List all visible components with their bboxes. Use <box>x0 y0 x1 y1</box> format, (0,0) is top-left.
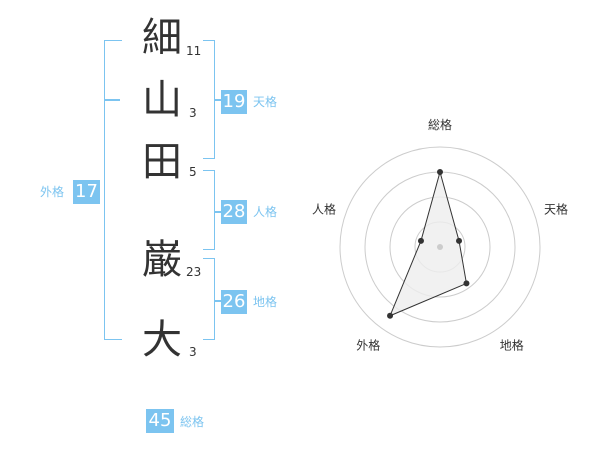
radar-axis-label-2: 天格 <box>544 201 568 216</box>
stroke-count-1: 11 <box>186 44 202 58</box>
radar-point-2 <box>456 237 463 244</box>
jinkaku-bracket <box>203 170 215 250</box>
stroke-count-2: 3 <box>189 106 197 120</box>
gaikaku-label: 外格 <box>40 185 65 199</box>
stroke-count-3: 5 <box>189 165 197 179</box>
jinkaku-label: 人格 <box>253 205 278 219</box>
chikaku-bracket <box>203 258 215 340</box>
jinkaku-tick <box>214 211 221 213</box>
radar-axis-label-5: 人格 <box>312 201 336 216</box>
radar-point-4 <box>387 312 394 319</box>
chikaku-label: 地格 <box>253 295 278 309</box>
name-char-5: 大 <box>142 317 182 363</box>
chikaku-tick <box>214 300 221 302</box>
radar-ring-4 <box>339 146 541 348</box>
radar-center <box>437 244 443 250</box>
soukaku-label: 総格 <box>180 415 205 429</box>
name-char-2: 山 <box>142 77 182 123</box>
gaikaku-tick <box>104 99 120 101</box>
soukaku-score: 45 <box>146 409 174 433</box>
name-char-4: 巌 <box>142 237 182 283</box>
stroke-count-4: 23 <box>186 265 202 279</box>
radar-area <box>389 170 468 317</box>
name-char-1: 細 <box>142 15 182 61</box>
jinkaku-score: 28 <box>221 200 247 224</box>
radar-axis-label-4: 外格 <box>356 338 380 353</box>
radar-axis-label-1: 総格 <box>428 117 452 132</box>
chikaku-score: 26 <box>221 290 247 314</box>
radar-point-5 <box>417 237 424 244</box>
stroke-count-5: 3 <box>189 345 197 359</box>
tenkaku-score: 19 <box>221 90 247 114</box>
radar-point-3 <box>463 280 470 287</box>
gaikaku-score: 17 <box>73 180 100 204</box>
tenkaku-label: 天格 <box>253 95 278 109</box>
radar-point-1 <box>437 169 443 175</box>
tenkaku-tick <box>214 99 221 101</box>
name-char-3: 田 <box>142 139 182 185</box>
radar-axis-label-3: 地格 <box>500 338 524 353</box>
gaikaku-bracket <box>104 40 122 340</box>
